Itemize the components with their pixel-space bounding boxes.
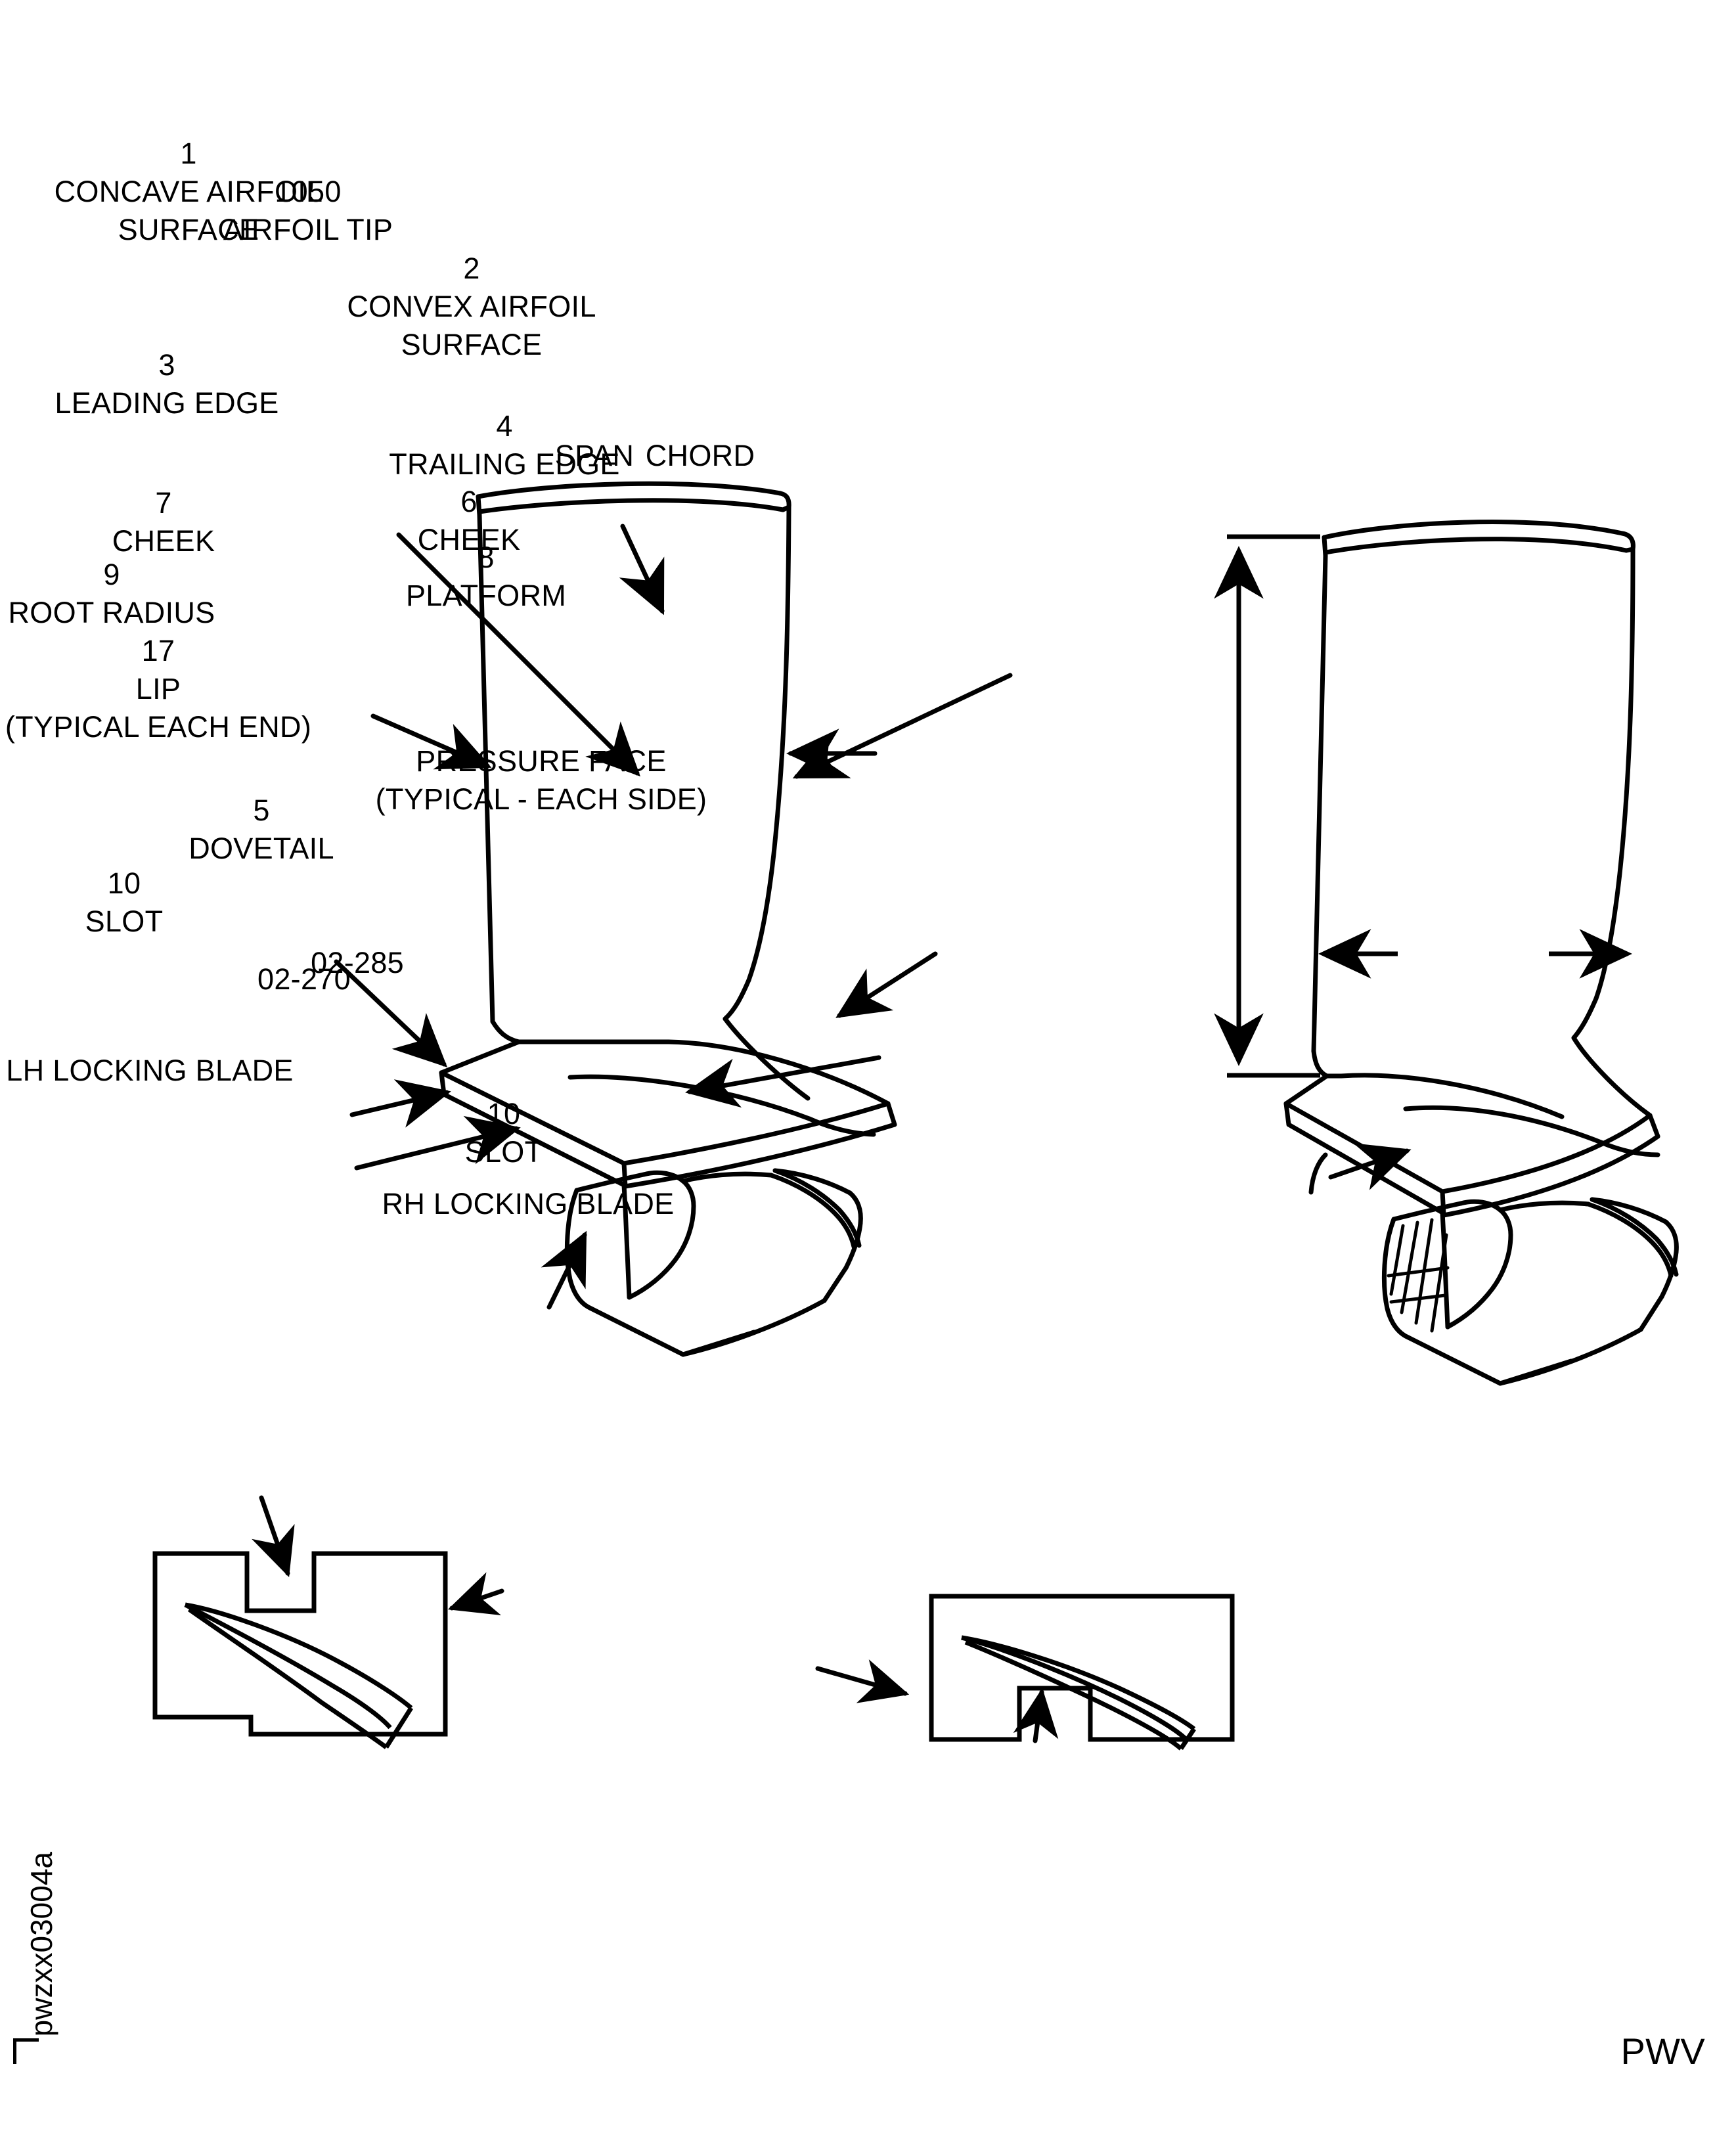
rh-locking-blade-geometry xyxy=(929,1594,1235,1751)
callout-label-dovetail: DOVETAIL xyxy=(189,832,334,865)
rh-airfoil-tip-edge xyxy=(1179,1728,1196,1750)
lh-airfoil-concave xyxy=(187,1607,388,1749)
leader-platform xyxy=(685,1055,881,1108)
callout-label-pressure-face-note: (TYPICAL - EACH SIDE) xyxy=(375,782,707,816)
leader-leading-edge xyxy=(370,713,492,770)
side-blade-platform-top xyxy=(1324,1035,1660,1157)
leader-root-radius xyxy=(349,1079,451,1128)
leader-slot-lh xyxy=(252,1495,295,1578)
callout-number-cheek-6: 6 xyxy=(460,485,478,518)
callout-label-slot-rh: SLOT xyxy=(464,1135,543,1169)
leader-lip xyxy=(354,1115,521,1171)
leader-part-rh xyxy=(815,1659,910,1703)
callout-label-lip: LIP xyxy=(135,672,181,705)
caption-rh-locking-blade: RH LOCKING BLADE xyxy=(382,1187,675,1221)
callout-label-lip-note: (TYPICAL EACH END) xyxy=(5,710,312,744)
side-blade-airfoil xyxy=(1308,520,1636,1195)
callout-label-concave-airfoil-line2: SURFACE xyxy=(118,213,259,246)
rh-airfoil-upper xyxy=(961,1635,1196,1731)
main-blade-root-blend xyxy=(490,977,751,1044)
callout-label-slot-lh: SLOT xyxy=(85,905,164,938)
callout-label-platform: PLATFORM xyxy=(405,579,567,612)
callout-label-leading-edge: LEADING EDGE xyxy=(55,386,279,420)
leader-concave-airfoil xyxy=(396,532,640,776)
part-number-rh-locking-blade: 02-285 xyxy=(311,946,404,979)
callout-label-pressure-face: PRESSURE FACE xyxy=(416,744,667,778)
callout-label-concave-airfoil-line1: CONCAVE AIRFOIL xyxy=(54,175,323,208)
rh-airfoil-concave xyxy=(964,1640,1183,1751)
leader-cheek-6 xyxy=(835,951,938,1018)
caption-lh-locking-blade: LH LOCKING BLADE xyxy=(6,1054,294,1087)
dimension-label-chord: CHORD xyxy=(645,439,755,472)
side-blade-platform xyxy=(1283,1073,1660,1239)
callout-number-trailing-edge: 4 xyxy=(496,409,513,443)
leader-cheek-7 xyxy=(334,959,448,1067)
leader-convex-airfoil xyxy=(792,673,1013,779)
leader-dovetail xyxy=(541,1230,587,1310)
callout-label-convex-airfoil-line2: SURFACE xyxy=(401,328,543,361)
part-number-lh-locking-blade: 02-270 xyxy=(257,962,351,996)
callout-number-concave-airfoil: 1 xyxy=(180,137,197,170)
callout-number-cheek-7: 7 xyxy=(155,486,172,520)
callout-number-leading-edge: 3 xyxy=(158,348,175,382)
callout-label-cheek-7: CHEEK xyxy=(112,524,215,558)
callout-label-root-radius: ROOT RADIUS xyxy=(8,596,215,629)
callout-label-cheek-6: CHEEK xyxy=(417,523,521,556)
lh-airfoil-convex xyxy=(184,1602,392,1730)
callout-label-convex-airfoil-line1: CONVEX AIRFOIL xyxy=(347,290,596,323)
leader-slot-rh xyxy=(1013,1688,1059,1743)
main-blade-platform-top xyxy=(516,1016,891,1137)
callout-number-lip: 17 xyxy=(141,634,175,667)
callout-number-platform: 8 xyxy=(478,541,495,574)
callout-label-trailing-edge: TRAILING EDGE xyxy=(389,447,620,481)
span-dimension xyxy=(1214,534,1320,1078)
publisher-mark: PWV xyxy=(1620,2030,1705,2072)
callout-number-airfoil-tip: 1050 xyxy=(275,175,342,208)
lh-blade-outline xyxy=(152,1551,448,1737)
callout-label-airfoil-tip: AIRFOIL TIP xyxy=(223,213,393,246)
drawing-id-vertical: pwzxx03004a xyxy=(24,1852,58,2037)
callout-number-convex-airfoil: 2 xyxy=(463,252,480,285)
leader-airfoil-tip xyxy=(619,524,665,616)
callout-number-dovetail: 5 xyxy=(253,794,270,827)
callout-number-slot-rh: 10 xyxy=(487,1097,521,1131)
callout-number-root-radius: 9 xyxy=(103,558,120,591)
pressure-face-hatching xyxy=(1387,1218,1450,1333)
dimension-label-span: SPAN xyxy=(554,439,634,472)
corner-bracket-mark xyxy=(13,2038,39,2064)
lh-airfoil-tip-edge xyxy=(384,1707,413,1749)
lh-airfoil-upper xyxy=(185,1602,413,1710)
lh-locking-blade-geometry xyxy=(152,1551,448,1749)
rh-airfoil-convex xyxy=(961,1635,1188,1741)
leader-part-lh xyxy=(447,1572,504,1615)
callout-number-slot-lh: 10 xyxy=(107,866,141,900)
side-blade-root-blend xyxy=(1311,996,1599,1079)
rh-blade-outline xyxy=(929,1594,1235,1742)
leader-pressure-face xyxy=(1328,1143,1412,1190)
side-blade-dovetail xyxy=(1381,1197,1679,1386)
